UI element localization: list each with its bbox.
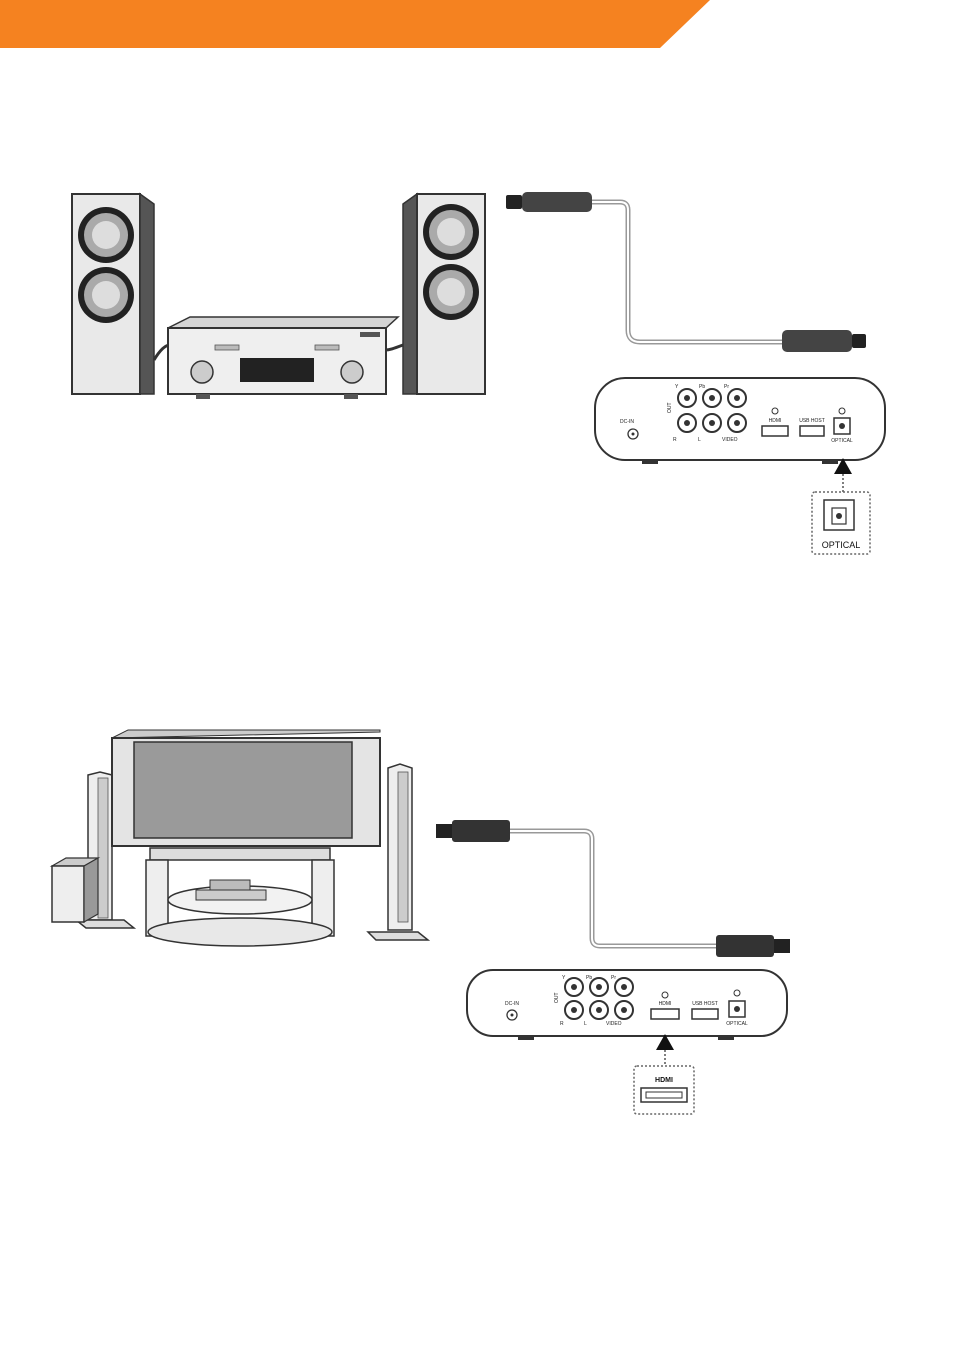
- pb-label: Pb: [586, 975, 592, 981]
- usb-port: [692, 1009, 718, 1019]
- pr-label: Pr: [724, 384, 729, 390]
- out-label: OUT: [667, 402, 673, 413]
- usb-host-label: USB HOST: [692, 1001, 718, 1007]
- hdmi-label: HDMI: [769, 418, 782, 424]
- r-label: R: [673, 437, 677, 443]
- hdmi-connection-figure: DC-IN Y Pb Pr OUT R L VIDEO HDMI USB HOS…: [0, 720, 953, 1140]
- video-label: VIDEO: [606, 1021, 622, 1027]
- optical-callout: OPTICAL: [812, 492, 870, 554]
- l-label: L: [584, 1021, 587, 1027]
- header-accent-shape: [0, 0, 710, 48]
- media-player-rear: DC-IN Y Pb Pr OUT R L VIDEO HDMI USB HOS…: [595, 378, 885, 464]
- television: [112, 730, 380, 846]
- hdmi-port: [651, 1009, 679, 1019]
- r-label: R: [560, 1021, 564, 1027]
- out-label: OUT: [554, 992, 560, 1003]
- optical-cable: [506, 192, 866, 352]
- left-speaker: [72, 194, 154, 394]
- pb-label: Pb: [699, 384, 705, 390]
- dc-in-label: DC-IN: [505, 1001, 519, 1007]
- optical-connection-figure: DC-IN Y Pb Pr OUT R L VIDEO HDMI USB HOS…: [0, 160, 953, 580]
- hdmi-cable: [436, 820, 790, 957]
- hdmi-callout: HDMI: [634, 1066, 694, 1114]
- usb-host-label: USB HOST: [799, 418, 825, 424]
- amplifier: [168, 317, 398, 399]
- optical-port-label: OPTICAL: [831, 438, 853, 444]
- hdmi-label: HDMI: [659, 1001, 672, 1007]
- optical-callout-label: OPTICAL: [822, 540, 861, 550]
- header-bar: [0, 0, 953, 50]
- pr-label: Pr: [611, 975, 616, 981]
- tv-stand: [146, 848, 334, 946]
- dc-in-label: DC-IN: [620, 419, 634, 425]
- hdmi-callout-label: HDMI: [655, 1077, 673, 1084]
- l-label: L: [698, 437, 701, 443]
- media-player-rear: DC-IN Y Pb Pr OUT R L VIDEO HDMI USB HOS…: [467, 970, 787, 1040]
- hdmi-port: [762, 426, 788, 436]
- usb-port: [800, 426, 824, 436]
- optical-port-label: OPTICAL: [726, 1021, 748, 1027]
- video-label: VIDEO: [722, 437, 738, 443]
- right-speaker: [403, 194, 485, 394]
- subwoofer: [52, 858, 98, 922]
